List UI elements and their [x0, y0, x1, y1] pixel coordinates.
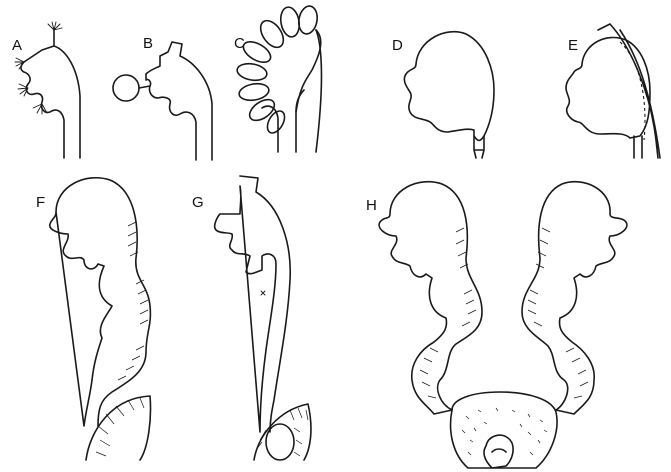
panel-a-outline — [21, 30, 80, 158]
panel-f-uterus — [86, 396, 151, 460]
panel-e-outline — [566, 37, 650, 138]
panel-g-ovoid — [266, 424, 294, 460]
panel-label-a: A — [12, 37, 22, 54]
panel-h-uterus-texture — [462, 408, 547, 455]
panel-b-outline — [146, 42, 212, 160]
panel-f: F — [36, 178, 151, 460]
panel-b-cyst — [113, 75, 139, 101]
panel-h: H — [366, 182, 627, 468]
panel-label-h: H — [366, 197, 377, 214]
panel-a: A — [12, 22, 80, 158]
panel-e: E — [566, 24, 660, 158]
panel-g-mark — [261, 291, 265, 295]
panel-a-fimbriae-1 — [48, 22, 62, 30]
panel-label-g: G — [192, 194, 204, 211]
panel-c: C — [234, 5, 321, 152]
panel-f-tube — [50, 178, 151, 426]
panel-e-stalk — [634, 136, 642, 158]
panel-label-b: B — [143, 35, 153, 52]
panel-g: G — [192, 176, 311, 460]
panel-label-f: F — [36, 194, 45, 211]
panel-b-stalk — [139, 86, 150, 88]
panel-f-uterus-hatch — [96, 398, 144, 456]
panel-d-outline — [404, 32, 494, 141]
panel-h-left-tube — [379, 182, 482, 414]
panel-d: D — [392, 32, 494, 158]
panel-a-fimbriae-2 — [15, 58, 24, 69]
panel-c-petals — [236, 5, 322, 152]
panel-h-cervix — [484, 435, 513, 468]
panel-d-stalk — [474, 136, 484, 158]
panel-g-uterus — [254, 404, 311, 460]
panel-g-tube — [215, 176, 291, 432]
panel-label-d: D — [392, 37, 403, 54]
panel-h-left-hatching — [420, 228, 476, 398]
panel-h-right-tube — [522, 182, 627, 414]
panel-f-hatching — [118, 222, 148, 380]
panel-h-uterus — [451, 392, 557, 468]
panel-label-e: E — [568, 37, 578, 54]
panel-b: B — [113, 35, 212, 160]
